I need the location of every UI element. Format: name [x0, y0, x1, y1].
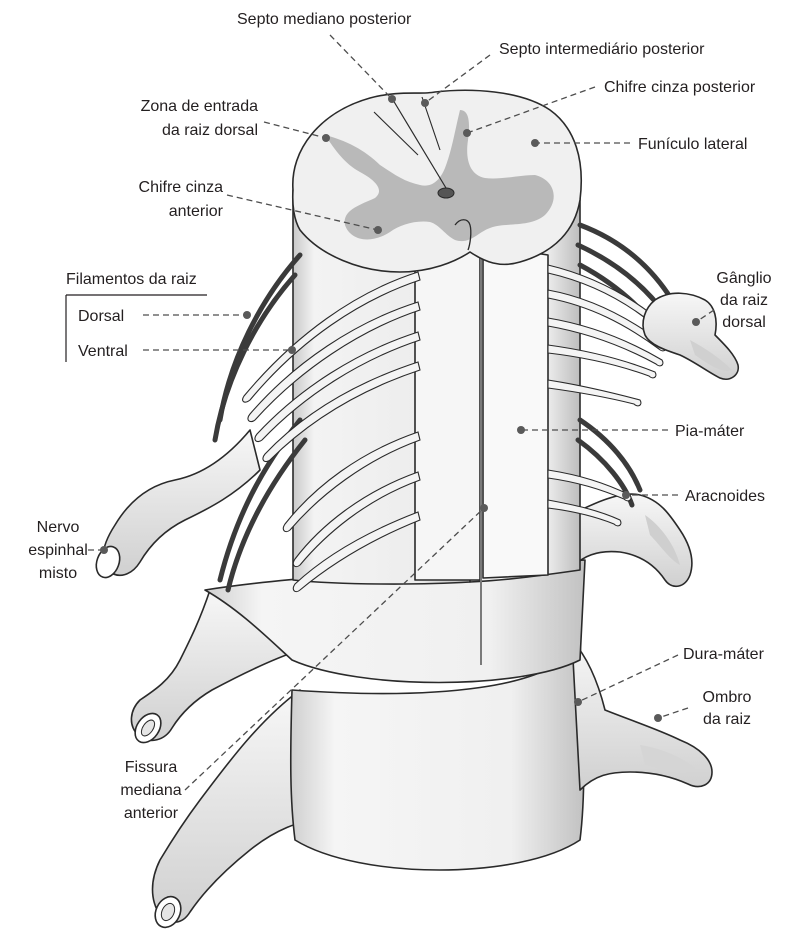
cord-cross-section: [293, 90, 581, 272]
label-septo-mediano-posterior: Septo mediano posterior: [237, 11, 412, 28]
label-dura-mater: Dura-máter: [683, 646, 765, 663]
label-nervo-line1: Nervo: [37, 519, 80, 536]
dura-mater-lower: [150, 640, 712, 932]
label-ombro-line2: da raiz: [703, 711, 751, 728]
label-zona-entrada-line1: Zona de entrada: [141, 98, 259, 115]
label-chifre-cinza-anterior-line2: anterior: [169, 203, 224, 220]
label-ganglio-line2: da raiz: [720, 292, 768, 309]
label-ombro-line1: Ombro: [703, 689, 752, 706]
label-fissura-line3: anterior: [124, 805, 179, 822]
label-funiculo-lateral: Funículo lateral: [638, 136, 747, 153]
label-chifre-cinza-posterior: Chifre cinza posterior: [604, 79, 756, 96]
label-nervo-line3: misto: [39, 565, 77, 582]
label-fissura-line2: mediana: [120, 782, 181, 799]
label-aracnoides: Aracnoides: [685, 488, 765, 505]
label-ganglio-line3: dorsal: [722, 314, 766, 331]
label-septo-intermediario-posterior: Septo intermediário posterior: [499, 41, 705, 58]
label-ventral: Ventral: [78, 343, 128, 360]
label-zona-entrada-line2: da raiz dorsal: [162, 122, 258, 139]
label-fissura-line1: Fissura: [125, 759, 178, 776]
label-pia-mater: Pia-máter: [675, 423, 745, 440]
label-dorsal: Dorsal: [78, 308, 124, 325]
label-ganglio-line1: Gânglio: [716, 270, 771, 287]
label-chifre-cinza-anterior-line1: Chifre cinza: [139, 179, 224, 196]
label-nervo-line2: espinhal: [28, 542, 88, 559]
label-filamentos-da-raiz: Filamentos da raiz: [66, 271, 197, 288]
